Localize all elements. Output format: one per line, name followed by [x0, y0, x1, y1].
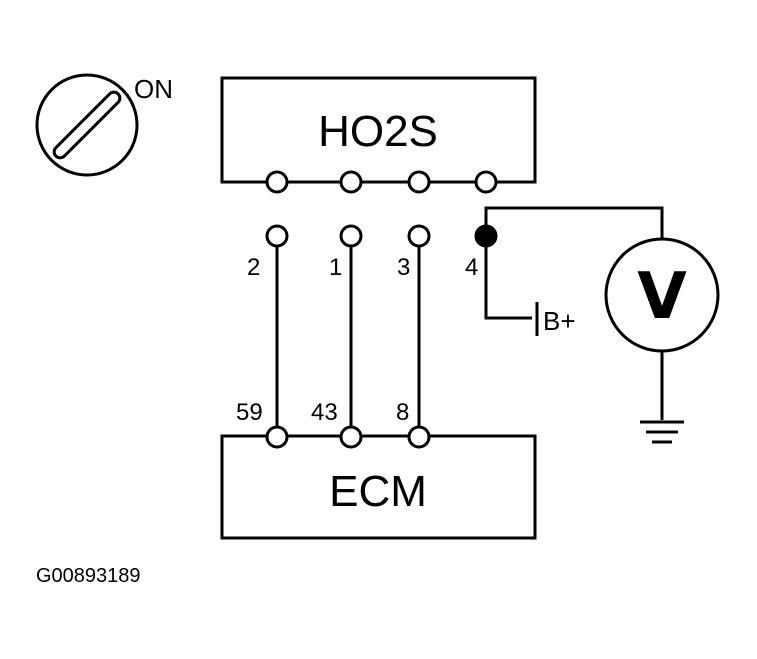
- ecm-box: [220, 434, 537, 540]
- pin-label-2: 2: [247, 254, 260, 281]
- ground-icon: [640, 420, 684, 444]
- voltmeter-label: V: [637, 260, 687, 334]
- ecm-terminal-59: [265, 425, 289, 449]
- figure-id: G00893189: [36, 565, 141, 587]
- supply-circuit: [484, 206, 664, 336]
- pin-label-1: 1: [329, 254, 342, 281]
- ignition-key-icon: [52, 90, 122, 160]
- voltmeter: V: [604, 237, 720, 353]
- wire-4-voltmeter: [484, 206, 664, 238]
- ho2s-title: HO2S: [318, 107, 438, 156]
- ho2s-terminal: [474, 170, 498, 194]
- ho2s-terminal: [265, 170, 289, 194]
- pin-label-3: 3: [397, 254, 410, 281]
- ignition-switch: [35, 73, 139, 177]
- connector-pin-1: [339, 224, 363, 248]
- ecm-terminal-43: [339, 425, 363, 449]
- wire-4-bplus: [484, 236, 532, 320]
- ecm-title: ECM: [329, 467, 427, 516]
- ecm-pin-label-8: 8: [396, 399, 409, 426]
- ecm-terminal-8: [407, 425, 431, 449]
- ignition-on-label: ON: [134, 74, 173, 104]
- ecm-pin-label-43: 43: [311, 399, 338, 426]
- ho2s-box: [220, 76, 537, 184]
- bplus-label: B+: [543, 306, 576, 336]
- connector-pin-2: [265, 224, 289, 248]
- ho2s-terminals: [265, 170, 498, 194]
- ho2s-terminal: [407, 170, 431, 194]
- ecm-pin-label-59: 59: [236, 399, 263, 426]
- ecm-terminals: [265, 425, 431, 449]
- connector-pins: [265, 224, 498, 248]
- pin-label-4: 4: [465, 254, 478, 281]
- ignition-switch-dial: [35, 73, 139, 177]
- signal-wires: [275, 246, 421, 427]
- ho2s-terminal: [339, 170, 363, 194]
- connector-pin-3: [407, 224, 431, 248]
